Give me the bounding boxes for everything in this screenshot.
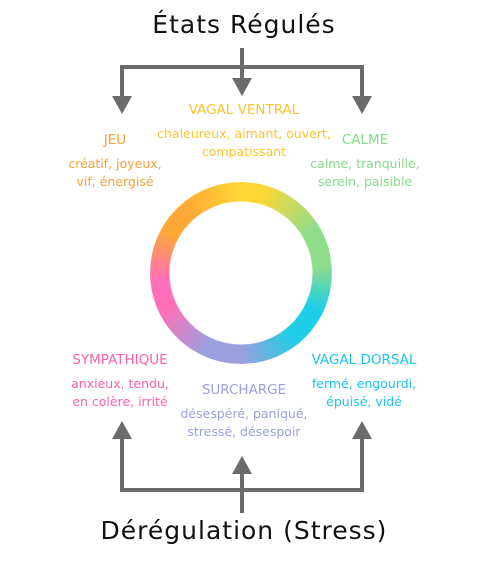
state-description-line: vif, énergisé: [76, 174, 154, 189]
arrow-up-left: [112, 421, 132, 439]
state-jeu: JEU créatif, joyeux, vif, énergisé: [50, 131, 180, 191]
state-description-line: fermé, engourdi,: [311, 376, 417, 391]
arrow-up-center: [232, 456, 252, 474]
arrow-down-right: [352, 96, 372, 114]
dysregulation-title: Dérégulation (Stress): [100, 516, 388, 545]
state-name: VAGAL VENTRAL: [188, 102, 300, 118]
state-description-line: en colère, irrité: [72, 394, 168, 409]
state-name: VAGAL DORSAL: [311, 352, 417, 368]
state-calme: CALME calme, tranquille, serein, paisibl…: [300, 131, 430, 191]
state-sympathique: SYMPATHIQUE anxieux, tendu, en colère, i…: [55, 351, 185, 411]
state-surcharge: SURCHARGE désespéré, paniqué, stressé, d…: [164, 381, 324, 441]
state-vagal-dorsal: VAGAL DORSAL fermé, engourdi, épuisé, vi…: [299, 351, 429, 411]
state-name: SURCHARGE: [201, 382, 287, 398]
state-description-line: créatif, joyeux,: [68, 156, 162, 171]
arrow-down-center: [232, 78, 252, 96]
arrow-down-left: [112, 96, 132, 114]
state-description-line: chaleureux, aimant, ouvert,: [157, 126, 331, 141]
color-ring: [150, 182, 332, 364]
state-name: JEU: [103, 132, 127, 148]
state-name: SYMPATHIQUE: [72, 352, 168, 368]
state-description-line: serein, paisible: [317, 174, 413, 189]
regulated-states-title: États Régulés: [152, 10, 336, 39]
state-name: CALME: [341, 132, 389, 148]
state-description-line: calme, tranquille,: [310, 156, 420, 171]
state-vagal-ventral: VAGAL VENTRAL chaleureux, aimant, ouvert…: [134, 101, 354, 161]
state-description-line: compatissant: [201, 144, 287, 159]
state-description-line: désespéré, paniqué,: [180, 406, 308, 421]
state-description-line: épuisé, vidé: [326, 394, 402, 409]
state-description-line: stressé, désespoir: [187, 424, 301, 439]
state-description-line: anxieux, tendu,: [71, 376, 169, 391]
arrow-up-right: [352, 421, 372, 439]
